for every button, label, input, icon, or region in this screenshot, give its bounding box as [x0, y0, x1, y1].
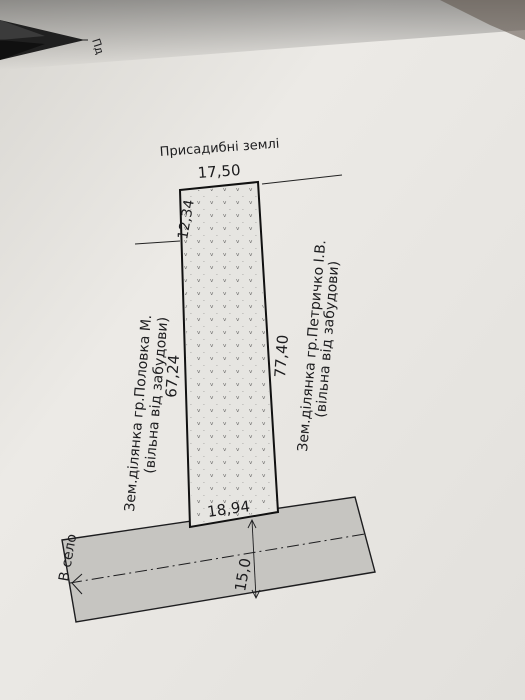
compass-label: Пд	[89, 37, 106, 56]
arrow-up-icon	[247, 518, 257, 529]
left-side-label: 67,24	[162, 354, 183, 398]
north-arrow-icon	[0, 20, 88, 60]
top-offset-label: 12,34	[175, 198, 198, 240]
table-corner	[440, 0, 525, 40]
top-width-label: 17,50	[197, 161, 241, 182]
road-width-dimension	[251, 519, 257, 599]
parcel-hatching	[182, 184, 276, 525]
top-boundary-line	[261, 174, 343, 185]
paper-fold-shadow	[0, 0, 525, 70]
road-axis	[69, 533, 366, 584]
left-marker-line	[134, 240, 181, 245]
arrow-down-icon	[251, 589, 261, 600]
road-width-label: 15,0	[231, 557, 255, 593]
bottom-width-label: 18,94	[206, 497, 251, 521]
right-side-label: 77,40	[271, 334, 292, 378]
road-arrow-icon	[71, 573, 83, 595]
